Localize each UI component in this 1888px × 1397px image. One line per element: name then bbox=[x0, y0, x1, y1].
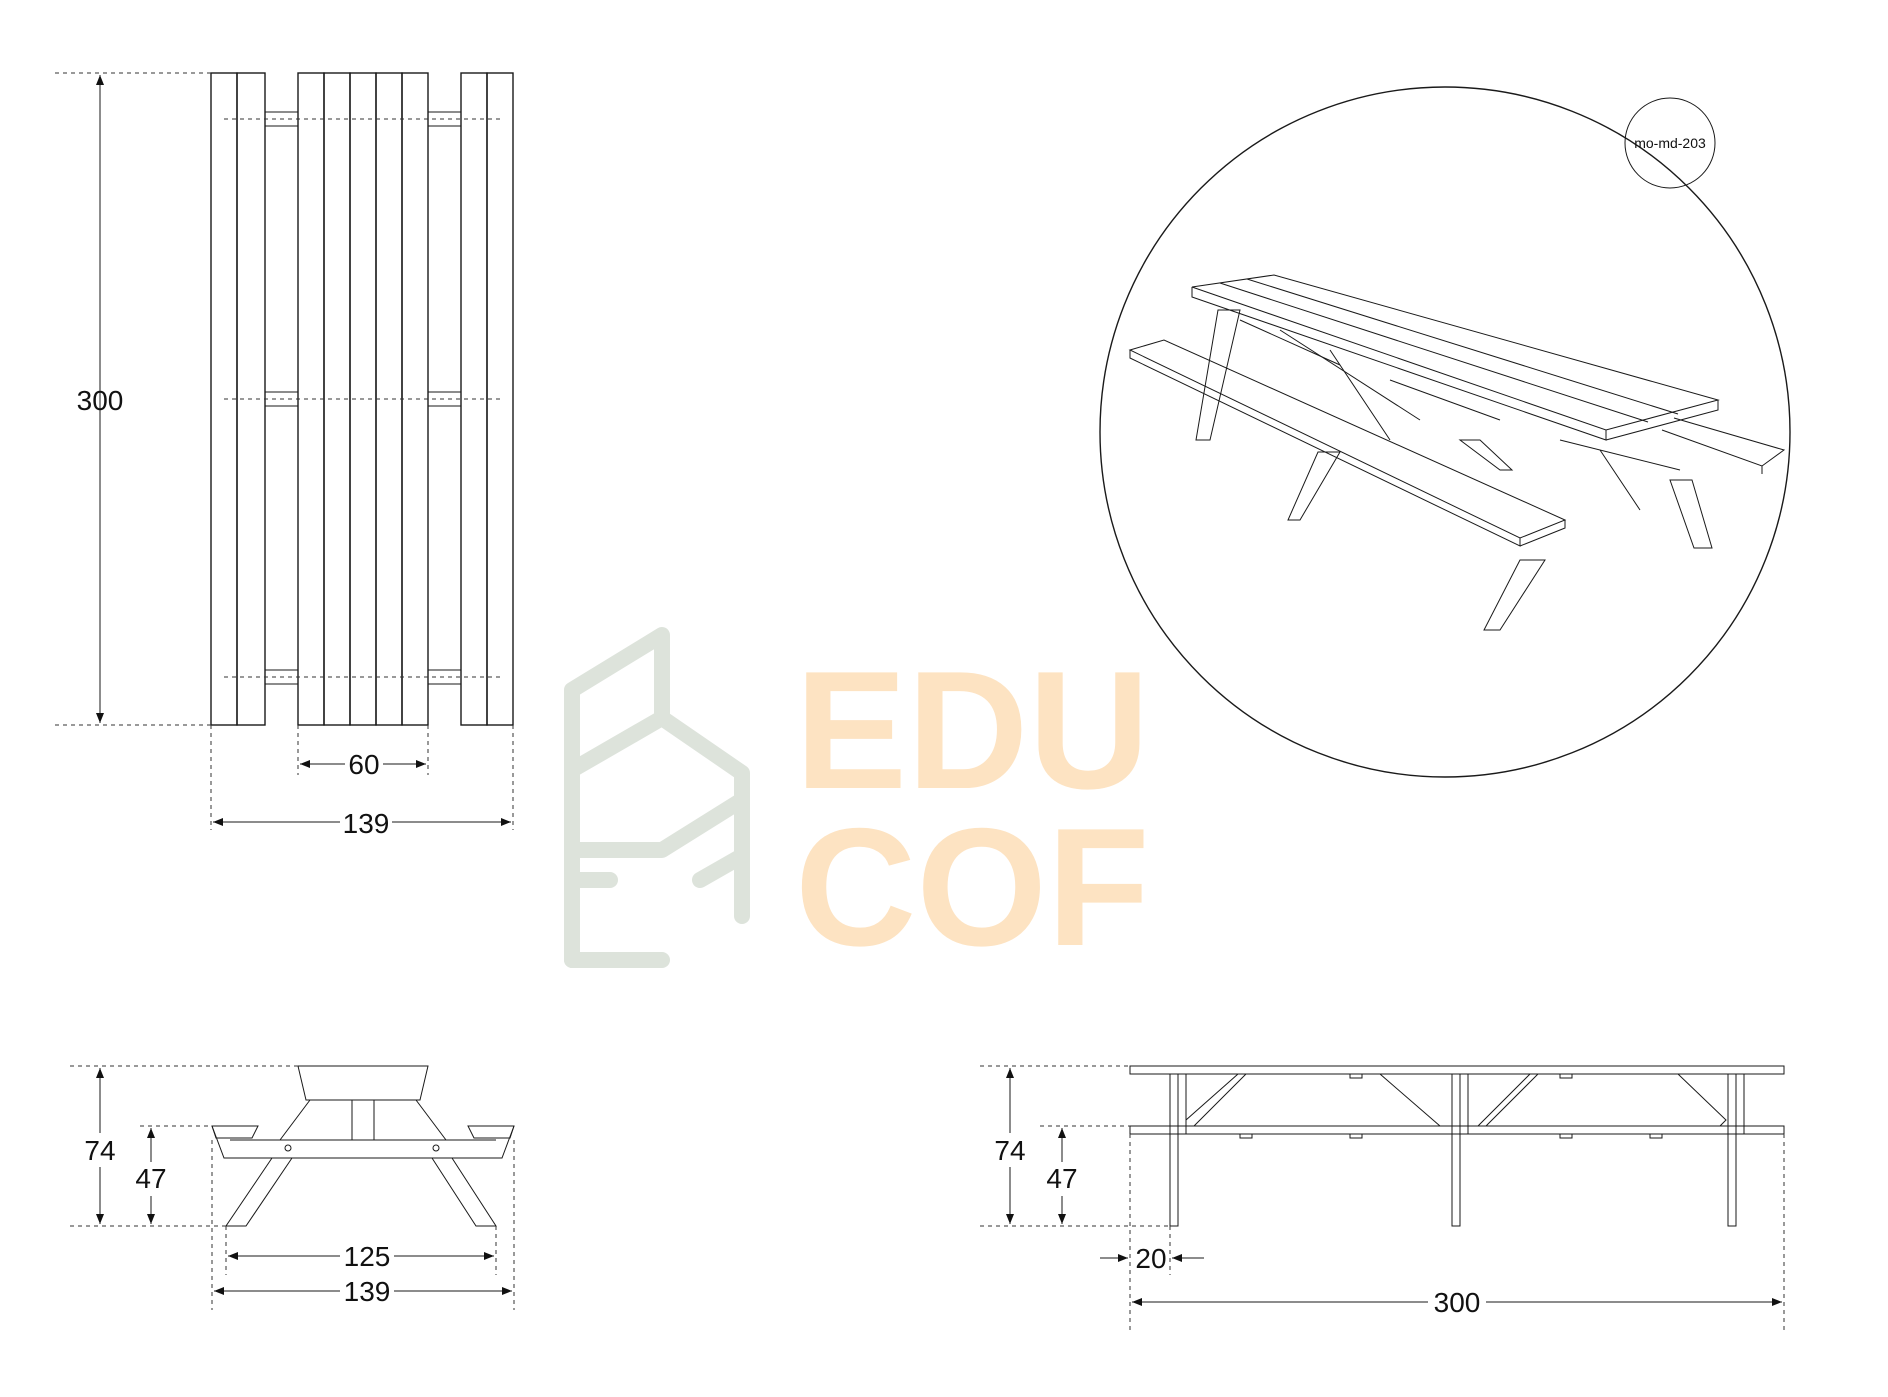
top-view: 300 60 139 bbox=[55, 72, 514, 839]
dim-length: 300 bbox=[77, 385, 124, 416]
product-code: mo-md-203 bbox=[1634, 135, 1706, 151]
watermark: EDU COF bbox=[564, 627, 1150, 981]
isometric-view: mo-md-203 bbox=[1099, 86, 1791, 778]
dim-gap: 60 bbox=[348, 749, 379, 780]
chair-logo bbox=[564, 627, 750, 968]
side-view: 74 47 125 139 bbox=[70, 1065, 515, 1310]
side-dim-height: 74 bbox=[84, 1135, 115, 1166]
side-dim-inner: 125 bbox=[344, 1241, 391, 1272]
side-dim-seat: 47 bbox=[135, 1163, 166, 1194]
front-dim-overhang: 20 bbox=[1135, 1243, 1166, 1274]
dim-width: 139 bbox=[343, 808, 390, 839]
front-view: 74 47 20 300 bbox=[980, 1065, 1785, 1330]
watermark-line2: COF bbox=[795, 793, 1150, 981]
side-dim-width: 139 bbox=[344, 1276, 391, 1307]
front-dim-length: 300 bbox=[1434, 1287, 1481, 1318]
front-dim-seat: 47 bbox=[1046, 1163, 1077, 1194]
front-dim-height: 74 bbox=[994, 1135, 1025, 1166]
watermark-line1: EDU bbox=[795, 636, 1150, 824]
